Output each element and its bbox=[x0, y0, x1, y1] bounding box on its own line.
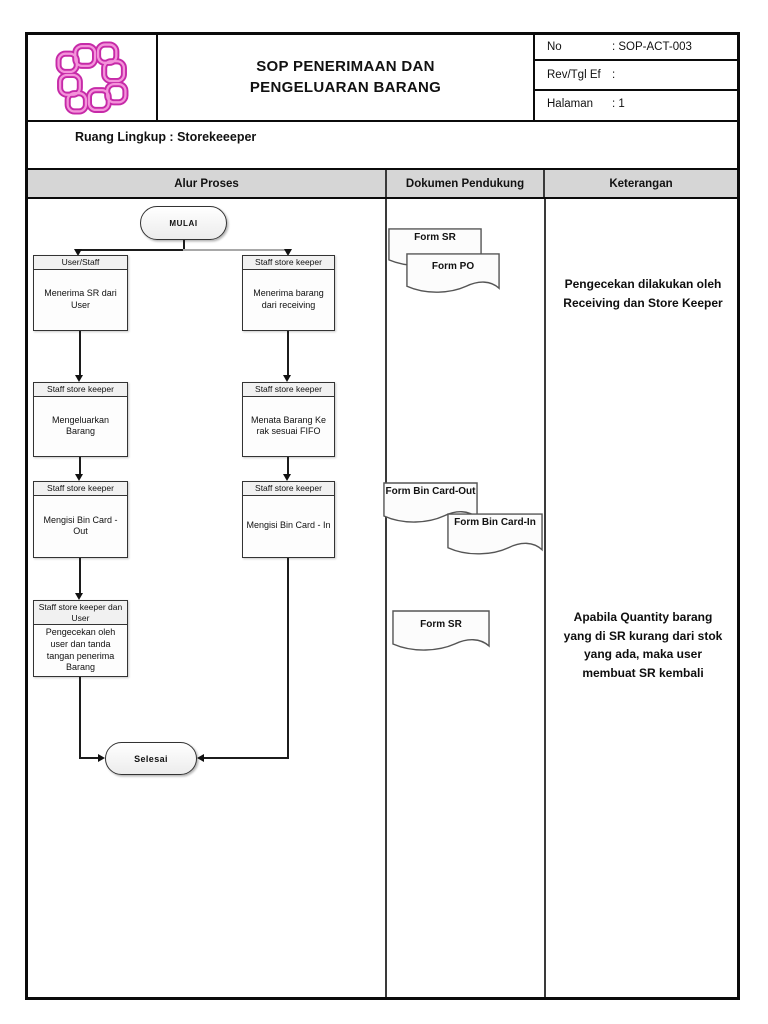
flow-step-box: Staff store keeper Menata Barang Ke rak … bbox=[242, 382, 335, 457]
step-text: Mengisi Bin Card - Out bbox=[43, 514, 118, 537]
flow-step-box: User/Staff Menerima SR dari User bbox=[33, 255, 128, 331]
document-label: Form Bin Card-Out bbox=[385, 486, 476, 497]
step-text: Mengeluarkan Barang bbox=[51, 414, 110, 437]
step-text: Menerima SR dari User bbox=[44, 288, 117, 310]
document-shape-form-po: Form PO bbox=[406, 253, 500, 300]
document-wave-shape bbox=[406, 253, 500, 300]
info-value: : bbox=[612, 69, 616, 81]
info-value: : SOP-ACT-003 bbox=[612, 41, 692, 53]
document-wave-shape bbox=[392, 610, 490, 658]
info-row-halaman: Halaman : 1 bbox=[535, 91, 737, 117]
arrowhead-down bbox=[284, 249, 292, 256]
flow-step-box: Staff store keeper Menerima barang dari … bbox=[242, 255, 335, 331]
document-info-table: No : SOP-ACT-003 Rev/Tgl Ef : Halaman : … bbox=[533, 35, 737, 120]
flow-step-box: Staff store keeper Mengeluarkan Barang bbox=[33, 382, 128, 457]
flow-start-terminator: MULAI bbox=[140, 206, 227, 240]
arrowhead-right bbox=[98, 754, 105, 762]
connector-line bbox=[287, 558, 289, 759]
column-header-keterangan: Keterangan bbox=[609, 177, 673, 190]
column-divider bbox=[385, 199, 387, 997]
step-text: Pengecekan oleh user dan tanda tangan pe… bbox=[45, 627, 116, 673]
scope-row: Ruang Lingkup : Storekeeeper bbox=[28, 122, 737, 170]
info-label: No bbox=[547, 41, 562, 53]
arrowhead-left bbox=[197, 754, 204, 762]
flow-step-box: Staff store keeper Mengisi Bin Card - Ou… bbox=[33, 481, 128, 558]
info-label: Halaman bbox=[547, 98, 594, 110]
arrowhead-down bbox=[283, 474, 291, 481]
connector-line bbox=[79, 331, 81, 376]
document-shape-form-sr-2: Form SR bbox=[392, 610, 490, 658]
connector-line bbox=[287, 457, 289, 475]
connector-line bbox=[78, 249, 185, 251]
step-role: User/Staff bbox=[34, 256, 127, 270]
company-flower-logo-icon bbox=[45, 40, 139, 116]
note-pengecekan: Pengecekan dilakukan oleh Receiving dan … bbox=[563, 277, 723, 310]
step-role: Staff store keeper bbox=[243, 256, 334, 270]
column-header-alur-proses: Alur Proses bbox=[174, 177, 239, 190]
document-label: Form Bin Card-In bbox=[454, 517, 536, 528]
step-role: Staff store keeper bbox=[34, 482, 127, 496]
info-row-rev: Rev/Tgl Ef : bbox=[535, 61, 737, 91]
table-body bbox=[28, 199, 737, 997]
arrowhead-down bbox=[283, 375, 291, 382]
flow-end-terminator: Selesai bbox=[105, 742, 197, 775]
arrowhead-down bbox=[75, 593, 83, 600]
connector-line bbox=[183, 240, 185, 251]
sop-document-page: SOP PENERIMAAN DAN PENGELUARAN BARANG No… bbox=[25, 32, 740, 1000]
scope-label: Ruang Lingkup : Storekeeeper bbox=[75, 130, 257, 144]
document-label: Form SR bbox=[420, 619, 462, 630]
document-shape-form-bin-card-in: Form Bin Card-In bbox=[447, 513, 543, 562]
step-role: Staff store keeper dan User bbox=[34, 601, 127, 626]
flow-step-box: Staff store keeper dan User Pengecekan o… bbox=[33, 600, 128, 677]
column-header-dokumen-pendukung: Dokumen Pendukung bbox=[385, 170, 545, 197]
connector-line bbox=[203, 757, 289, 759]
logo-cell bbox=[28, 35, 158, 120]
step-role: Staff store keeper bbox=[243, 383, 334, 397]
flow-step-box: Staff store keeper Mengisi Bin Card - In bbox=[242, 481, 335, 558]
arrowhead-down bbox=[75, 474, 83, 481]
column-divider bbox=[544, 199, 546, 997]
connector-line bbox=[79, 757, 100, 759]
info-row-no: No : SOP-ACT-003 bbox=[535, 35, 737, 61]
document-label: Form SR bbox=[414, 232, 456, 243]
connector-line bbox=[79, 558, 81, 594]
step-role: Staff store keeper bbox=[243, 482, 334, 496]
table-header-row: Alur Proses Dokumen Pendukung Keterangan bbox=[28, 170, 737, 199]
document-wave-shape bbox=[447, 513, 543, 562]
document-label: Form PO bbox=[431, 261, 475, 272]
step-role: Staff store keeper bbox=[34, 383, 127, 397]
info-label: Rev/Tgl Ef bbox=[547, 69, 601, 81]
connector-line bbox=[79, 677, 81, 759]
arrowhead-down bbox=[74, 249, 82, 256]
connector-line bbox=[79, 457, 81, 475]
step-text: Menerima barang dari receiving bbox=[253, 288, 324, 310]
step-text: Menata Barang Ke rak sesuai FIFO bbox=[250, 414, 327, 437]
info-value: : 1 bbox=[612, 98, 625, 110]
step-text: Mengisi Bin Card - In bbox=[246, 520, 331, 531]
connector-line bbox=[287, 331, 289, 376]
arrowhead-down bbox=[75, 375, 83, 382]
page-title: SOP PENERIMAAN DAN PENGELUARAN BARANG bbox=[249, 58, 442, 96]
connector-line bbox=[183, 249, 289, 251]
note-quantity: Apabila Quantity barang yang di SR kuran… bbox=[563, 610, 723, 680]
document-header: SOP PENERIMAAN DAN PENGELUARAN BARANG No… bbox=[28, 35, 737, 122]
